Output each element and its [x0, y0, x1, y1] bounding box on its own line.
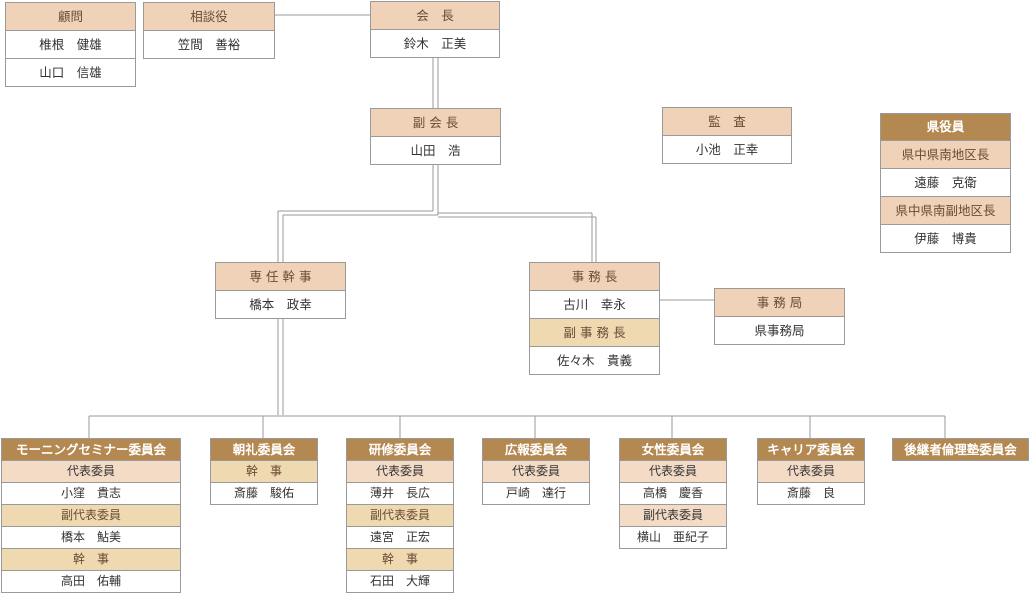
- committee-role: 代表委員: [758, 460, 864, 482]
- prefecture-role-title: 県中県南副地区長: [881, 196, 1010, 224]
- vice-chairman-box: 副 会 長 山田 浩: [370, 108, 501, 165]
- committee-role: 副代表委員: [620, 504, 726, 526]
- committee-role: 副代表委員: [347, 504, 453, 526]
- prefecture-box: 県役員 県中県南地区長 遠藤 克衛 県中県南副地区長 伊藤 博貴: [880, 113, 1011, 253]
- deputy-secretary-member: 佐々木 貴義: [530, 346, 659, 374]
- committee-member: 小窪 貴志: [2, 482, 180, 504]
- prefecture-role-member: 遠藤 克衛: [881, 168, 1010, 196]
- counselor-title: 相談役: [144, 3, 274, 30]
- committee-box: キャリア委員会 代表委員 斎藤 良: [757, 438, 865, 505]
- committee-box: 女性委員会 代表委員 高橋 慶香 副代表委員 横山 亜紀子: [619, 438, 727, 549]
- advisor-title: 顧問: [6, 3, 135, 30]
- secretary-general-box: 事 務 長 古川 幸永 副 事 務 長 佐々木 貴義: [529, 262, 660, 375]
- chairman-title: 会 長: [371, 2, 499, 29]
- committee-box: 後継者倫理塾委員会: [892, 438, 1029, 461]
- committee-member: 戸崎 達行: [483, 482, 589, 504]
- committee-member: 橋本 鮎美: [2, 526, 180, 548]
- executive-secretary-member: 橋本 政幸: [216, 290, 345, 318]
- deputy-secretary-title: 副 事 務 長: [530, 318, 659, 346]
- prefecture-title: 県役員: [881, 114, 1010, 140]
- committee-member: 薄井 長広: [347, 482, 453, 504]
- committee-name: 広報委員会: [483, 439, 589, 460]
- vice-chairman-member: 山田 浩: [371, 136, 500, 164]
- committee-member: 横山 亜紀子: [620, 526, 726, 548]
- advisor-box: 顧問 椎根 健雄 山口 信雄: [5, 2, 136, 87]
- committee-member: 高橋 慶香: [620, 482, 726, 504]
- counselor-member: 笠間 善裕: [144, 30, 274, 58]
- secretary-general-member: 古川 幸永: [530, 290, 659, 318]
- committee-box: 研修委員会 代表委員 薄井 長広 副代表委員 遠宮 正宏 幹 事 石田 大輝: [346, 438, 454, 593]
- vice-chairman-title: 副 会 長: [371, 109, 500, 136]
- committee-role: 幹 事: [2, 548, 180, 570]
- auditor-title: 監 査: [663, 108, 791, 135]
- committee-name: キャリア委員会: [758, 439, 864, 460]
- committee-box: 朝礼委員会 幹 事 斎藤 駿佑: [210, 438, 318, 505]
- secretariat-title: 事 務 局: [715, 289, 844, 316]
- counselor-box: 相談役 笠間 善裕: [143, 2, 275, 59]
- committee-role: 幹 事: [211, 460, 317, 482]
- chairman-box: 会 長 鈴木 正美: [370, 1, 500, 58]
- committee-role: 代表委員: [2, 460, 180, 482]
- committee-member: 斎藤 良: [758, 482, 864, 504]
- committee-role: 副代表委員: [2, 504, 180, 526]
- committee-name: 朝礼委員会: [211, 439, 317, 460]
- committee-name: モーニングセミナー委員会: [2, 439, 180, 460]
- committee-member: 高田 佑輔: [2, 570, 180, 592]
- committee-role: 幹 事: [347, 548, 453, 570]
- committee-name: 女性委員会: [620, 439, 726, 460]
- secretariat-member: 県事務局: [715, 316, 844, 344]
- committee-box: 広報委員会 代表委員 戸崎 達行: [482, 438, 590, 505]
- auditor-member: 小池 正幸: [663, 135, 791, 163]
- committee-member: 石田 大輝: [347, 570, 453, 592]
- chairman-member: 鈴木 正美: [371, 29, 499, 57]
- committee-box: モーニングセミナー委員会 代表委員 小窪 貴志 副代表委員 橋本 鮎美 幹 事 …: [1, 438, 181, 593]
- auditor-box: 監 査 小池 正幸: [662, 107, 792, 164]
- secretariat-box: 事 務 局 県事務局: [714, 288, 845, 345]
- committee-name: 後継者倫理塾委員会: [893, 439, 1028, 460]
- committee-member: 遠宮 正宏: [347, 526, 453, 548]
- executive-secretary-title: 専 任 幹 事: [216, 263, 345, 290]
- advisor-member: 椎根 健雄: [6, 30, 135, 58]
- prefecture-role-member: 伊藤 博貴: [881, 224, 1010, 252]
- committee-role: 代表委員: [347, 460, 453, 482]
- executive-secretary-box: 専 任 幹 事 橋本 政幸: [215, 262, 346, 319]
- committee-member: 斎藤 駿佑: [211, 482, 317, 504]
- prefecture-role-title: 県中県南地区長: [881, 140, 1010, 168]
- secretary-general-title: 事 務 長: [530, 263, 659, 290]
- committee-name: 研修委員会: [347, 439, 453, 460]
- committee-role: 代表委員: [620, 460, 726, 482]
- advisor-member: 山口 信雄: [6, 58, 135, 86]
- committee-role: 代表委員: [483, 460, 589, 482]
